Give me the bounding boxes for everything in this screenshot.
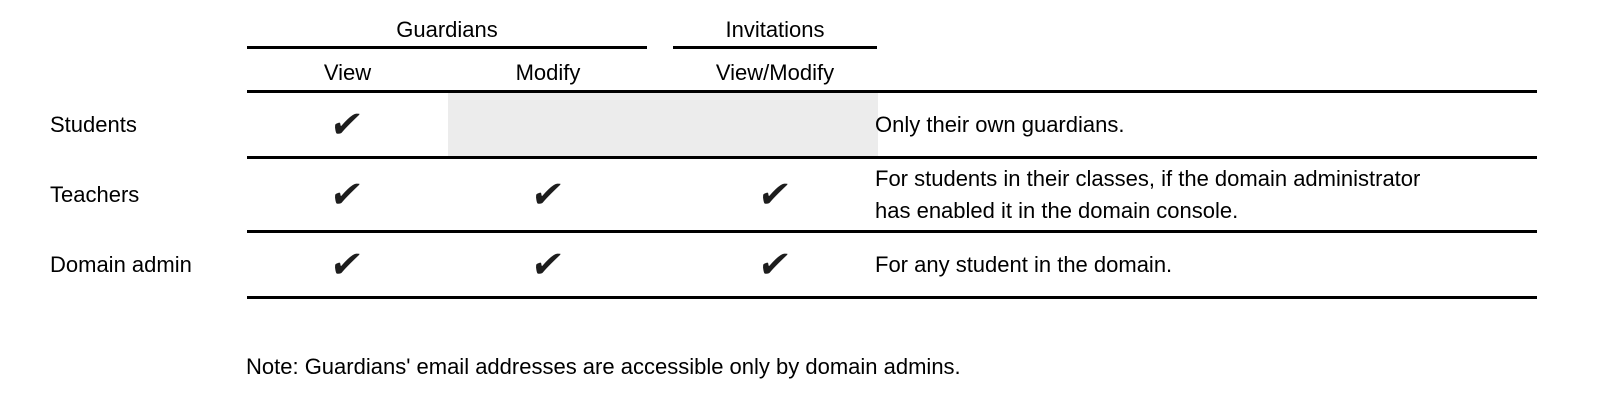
cell-students-guardians-view: ✔ [307, 93, 387, 156]
column-group-invitations-label: Invitations [725, 17, 825, 42]
table-bottom-rule [247, 296, 1537, 299]
cell-teachers-guardians-view: ✔ [307, 159, 387, 230]
note-students: Only their own guardians. [875, 111, 1125, 137]
cell-teachers-invitations-view-modify: ✔ [735, 159, 815, 230]
row-divider-1 [247, 156, 1537, 159]
table-row-students: Students ✔ Only their own guardians. [0, 93, 1600, 156]
column-header-guardians-modify: Modify [515, 60, 581, 85]
check-icon: ✔ [528, 173, 568, 216]
column-header-guardians-view: View [323, 60, 372, 85]
note-domain-admin: For any student in the domain. [875, 251, 1173, 277]
check-icon: ✔ [327, 173, 367, 216]
invitations-group-underline [673, 46, 877, 49]
row-label-teachers: Teachers [50, 181, 140, 207]
cell-admin-guardians-modify: ✔ [508, 233, 588, 296]
note-teachers: For students in their classes, if the do… [875, 165, 1421, 223]
cell-admin-guardians-view: ✔ [307, 233, 387, 296]
check-icon: ✔ [755, 243, 795, 286]
row-label-students: Students [50, 111, 137, 137]
header-bottom-rule [247, 90, 1537, 93]
check-icon: ✔ [755, 173, 795, 216]
guardians-group-underline [247, 46, 647, 49]
table-row-domain-admin: Domain admin ✔ ✔ ✔ For any student in th… [0, 233, 1600, 296]
column-group-guardians-label: Guardians [396, 17, 498, 42]
students-disabled-cells [448, 93, 878, 156]
footnote: Note: Guardians' email addresses are acc… [246, 354, 961, 379]
check-icon: ✔ [327, 243, 367, 286]
column-header-invitations-view-modify: View/Modify [715, 60, 835, 85]
cell-admin-invitations-view-modify: ✔ [735, 233, 815, 296]
table-row-teachers: Teachers ✔ ✔ ✔ For students in their cla… [0, 159, 1600, 230]
check-icon: ✔ [528, 243, 568, 286]
row-label-domain-admin: Domain admin [50, 251, 192, 277]
check-icon: ✔ [327, 103, 367, 146]
row-divider-2 [247, 230, 1537, 233]
cell-teachers-guardians-modify: ✔ [508, 159, 588, 230]
